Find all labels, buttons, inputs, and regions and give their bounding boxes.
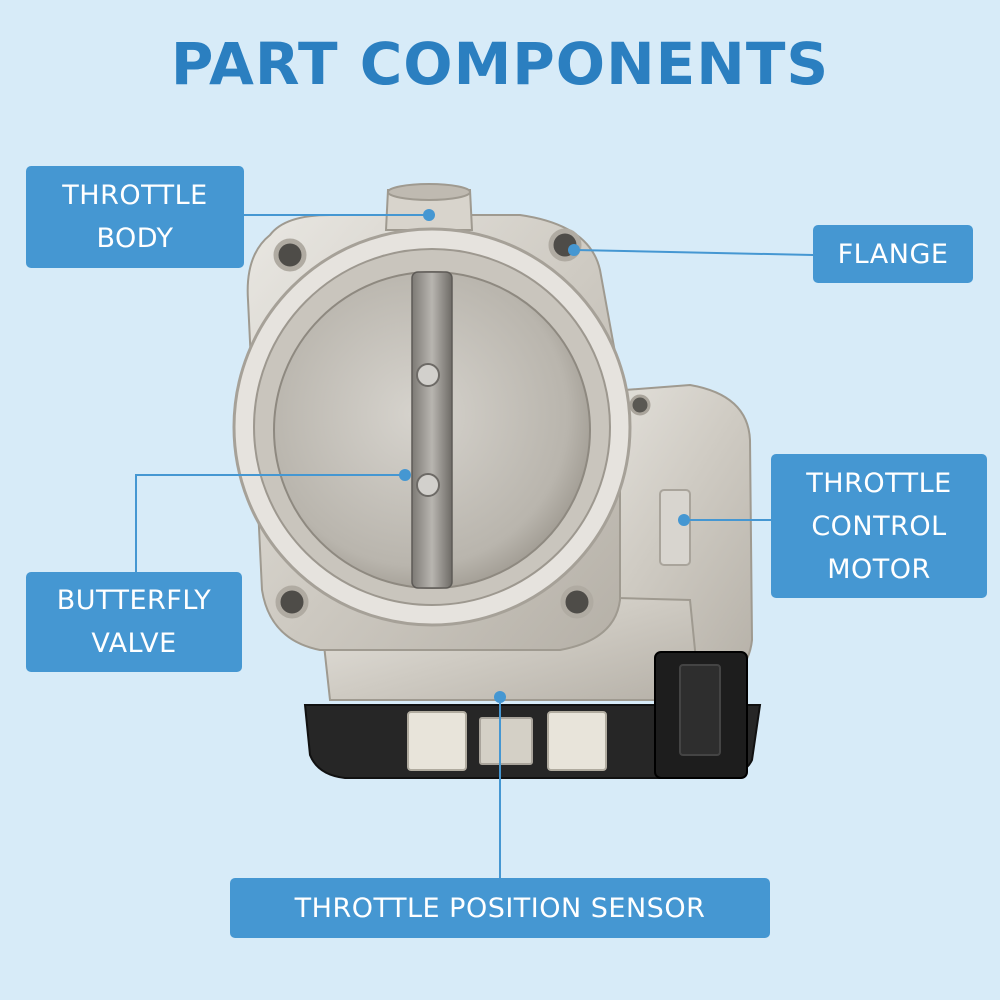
leader-dot-throttle-body — [423, 209, 435, 221]
valve-shaft — [411, 271, 453, 589]
leader-butterfly-valve — [135, 474, 405, 572]
sensor-clip-middle — [479, 717, 533, 765]
label-throttle-position-sensor: THROTTLE POSITION SENSOR — [230, 878, 770, 938]
leader-dot-flange — [568, 244, 580, 256]
label-throttle-control-motor: THROTTLE CONTROL MOTOR — [771, 454, 987, 598]
connector-latch — [679, 664, 721, 756]
flange-hole-bottom-right — [560, 585, 594, 619]
flange-hole-bottom-left — [275, 585, 309, 619]
leader-endpoints — [399, 209, 690, 703]
shaft-screw-top — [416, 363, 440, 387]
leader-dot-butterfly-valve — [399, 469, 411, 481]
motor-housing-slot — [659, 489, 691, 566]
top-nozzle-opening — [387, 183, 471, 201]
leader-dot-throttle-control-motor — [678, 514, 690, 526]
page-title: PART COMPONENTS — [170, 30, 830, 98]
leader-lines — [135, 214, 814, 878]
shaft-screw-bottom — [416, 473, 440, 497]
sensor-clip-left — [407, 711, 467, 771]
label-flange: FLANGE — [813, 225, 973, 283]
motor-mount-hole — [629, 394, 651, 416]
sensor-clip-right — [547, 711, 607, 771]
leader-dot-throttle-position-sensor — [494, 691, 506, 703]
label-butterfly-valve: BUTTERFLY VALVE — [26, 572, 242, 672]
flange-hole-top-left — [273, 238, 307, 272]
label-throttle-body: THROTTLE BODY — [26, 166, 244, 268]
leader-flange — [575, 249, 814, 256]
